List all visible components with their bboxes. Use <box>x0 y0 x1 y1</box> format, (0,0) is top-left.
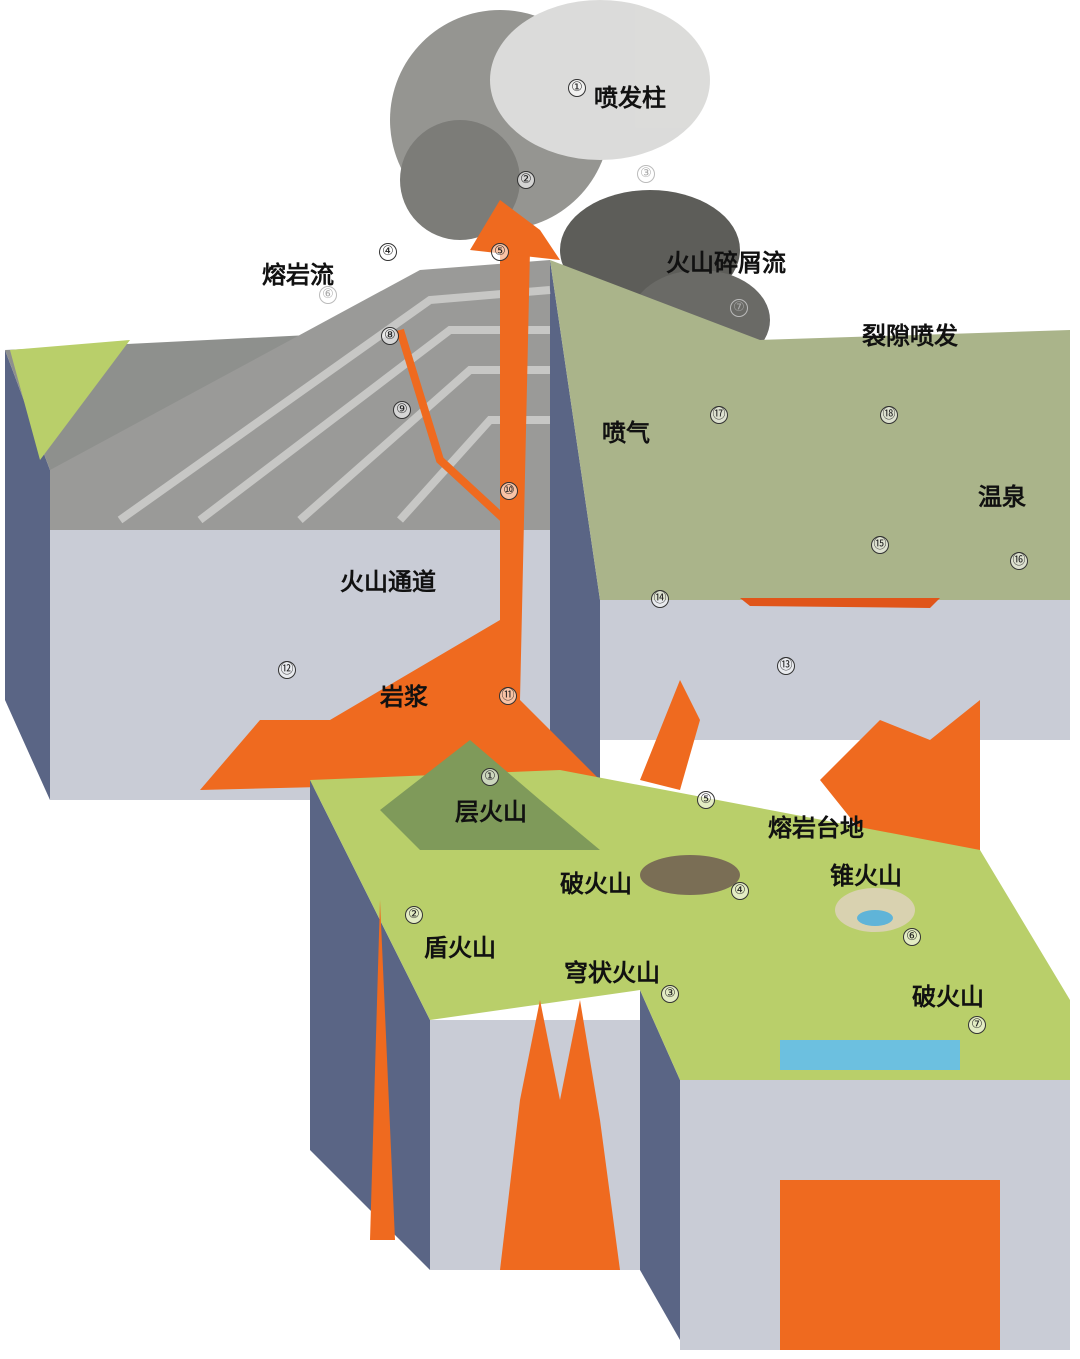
magma-conduit <box>200 250 600 790</box>
marker-10: ⑩ <box>500 482 518 500</box>
marker-12: ⑫ <box>278 661 296 679</box>
marker-16: ⑯ <box>1010 552 1028 570</box>
label-lava-flow: 熔岩流 <box>262 261 334 289</box>
marker-14: ⑭ <box>651 590 669 608</box>
label-caldera-1: 破火山 <box>560 870 632 898</box>
marker-5: ⑤ <box>491 243 509 261</box>
marker-1: ① <box>568 79 586 97</box>
marker-3: ③ <box>637 165 655 183</box>
marker-17: ⑰ <box>710 406 728 424</box>
label-volcanic-conduit: 火山通道 <box>340 568 436 596</box>
marker-11: ⑪ <box>499 687 517 705</box>
label-magma: 岩浆 <box>380 683 428 711</box>
lower-marker-3: ③ <box>661 985 679 1003</box>
label-fissure-eruption: 裂隙喷发 <box>862 322 958 350</box>
label-lava-plateau: 熔岩台地 <box>768 814 864 842</box>
marker-13: ⑬ <box>777 657 795 675</box>
label-stratovolcano: 层火山 <box>455 798 527 826</box>
eruption-column-cloud <box>390 0 770 370</box>
marker-9: ⑨ <box>393 401 411 419</box>
marker-2: ② <box>517 171 535 189</box>
marker-4: ④ <box>379 243 397 261</box>
marker-6: ⑥ <box>319 286 337 304</box>
lower-marker-1: ① <box>481 768 499 786</box>
label-hot-spring: 温泉 <box>978 483 1026 511</box>
lower-marker-2: ② <box>405 906 423 924</box>
marker-18: ⑱ <box>880 406 898 424</box>
marker-7: ⑦ <box>730 299 748 317</box>
lower-magma-chamber <box>780 1180 1000 1350</box>
marker-15: ⑮ <box>871 536 889 554</box>
label-eruption-column: 喷发柱 <box>594 84 666 112</box>
upper-block-top-right <box>550 260 1070 600</box>
upper-block-side-left <box>5 350 50 800</box>
lower-marker-7: ⑦ <box>968 1016 986 1034</box>
label-shield-volcano: 盾火山 <box>424 934 496 962</box>
label-fumarole: 喷气 <box>602 419 650 447</box>
label-caldera-2: 破火山 <box>912 983 984 1011</box>
lower-marker-5: ⑤ <box>697 791 715 809</box>
label-lava-dome: 穹状火山 <box>564 959 660 987</box>
lower-marker-4: ④ <box>731 882 749 900</box>
label-pyroclastic-flow: 火山碎屑流 <box>666 249 786 277</box>
lower-marker-6: ⑥ <box>903 928 921 946</box>
lower-block-side <box>310 780 430 1270</box>
marker-8: ⑧ <box>381 327 399 345</box>
label-cinder-cone: 锥火山 <box>830 862 902 890</box>
